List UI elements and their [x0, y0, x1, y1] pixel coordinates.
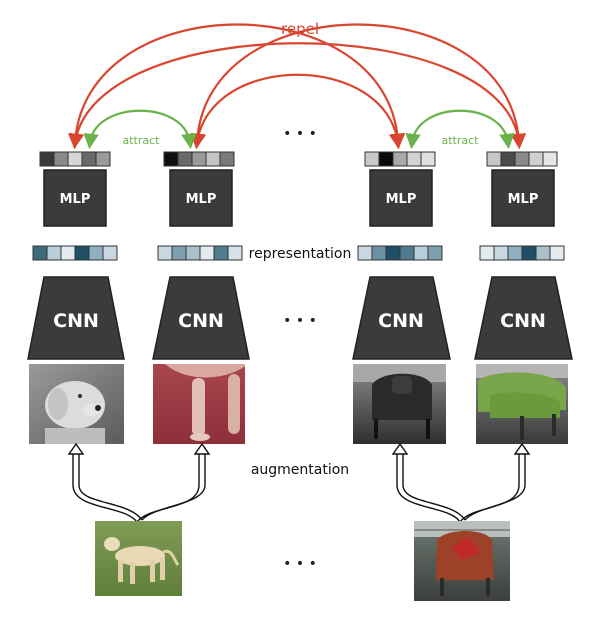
- repel-arc-2-3: [190, 73, 405, 150]
- representation-vector-cell: [479, 245, 495, 261]
- augmentation-label: augmentation: [251, 462, 349, 478]
- original-photo-dog: [95, 521, 182, 596]
- mlp-output-vector-cell: [392, 151, 408, 167]
- representation-vector-cell: [199, 245, 215, 261]
- cnn-block-1: CNN: [27, 276, 125, 360]
- mlp-output-vector-cell: [528, 151, 544, 167]
- representation-vector-cell: [157, 245, 173, 261]
- mlp-output-vector-cell: [486, 151, 502, 167]
- mlp-output-vector-cell: [39, 151, 55, 167]
- mlp-output-vector-cell: [378, 151, 394, 167]
- representation-vector-cell: [32, 245, 48, 261]
- mlp-block-3: MLP: [369, 169, 433, 227]
- mlp-output-vector-cell: [191, 151, 207, 167]
- repel-arc-1-3: [67, 23, 406, 150]
- representation-vector-cell: [493, 245, 509, 261]
- cnn-block-4: CNN: [474, 276, 573, 360]
- attract-label-left: attract: [123, 134, 161, 147]
- repel-arrows: [67, 23, 527, 150]
- cnn-blocks: CNN CNN CNN CNN: [27, 276, 573, 360]
- augmentation-arrows: [67, 442, 531, 523]
- augmented-photo-3: [353, 364, 446, 444]
- representation-vector-cell: [427, 245, 443, 261]
- mlp-output-vector-cell: [406, 151, 422, 167]
- representation-vector-4: [479, 245, 565, 261]
- representation-vector-cell: [357, 245, 373, 261]
- representation-vector-cell: [227, 245, 243, 261]
- svg-text:MLP: MLP: [386, 192, 417, 207]
- representation-vector-cell: [60, 245, 76, 261]
- mlp-blocks: MLP MLP MLP MLP: [43, 169, 555, 227]
- svg-text:CNN: CNN: [378, 310, 424, 332]
- ellipsis-mid: • • •: [283, 313, 317, 329]
- mlp-output-vector-cell: [219, 151, 235, 167]
- svg-text:CNN: CNN: [500, 310, 546, 332]
- representation-vector-cell: [102, 245, 118, 261]
- representation-vector-cell: [399, 245, 415, 261]
- svg-text:MLP: MLP: [60, 192, 91, 207]
- repel-arc-1-4: [68, 42, 526, 150]
- mlp-output-vector-cell: [542, 151, 558, 167]
- repel-arc-2-4: [189, 23, 527, 150]
- original-photo-chair: [414, 521, 510, 601]
- mlp-block-4: MLP: [491, 169, 555, 227]
- representation-vector-cell: [185, 245, 201, 261]
- attract-arc-left: [83, 109, 197, 150]
- mlp-output-vector-cell: [81, 151, 97, 167]
- mlp-output-vector-cell: [420, 151, 436, 167]
- representation-vector-cell: [535, 245, 551, 261]
- mlp-output-vector-4: [486, 151, 558, 167]
- mlp-output-vector-cell: [95, 151, 111, 167]
- representation-vector-cell: [74, 245, 90, 261]
- repel-label: repel: [281, 20, 319, 38]
- representation-vector-cell: [507, 245, 523, 261]
- svg-text:MLP: MLP: [186, 192, 217, 207]
- cnn-block-2: CNN: [152, 276, 250, 360]
- mlp-output-vector-cell: [163, 151, 179, 167]
- augmented-photo-2: [153, 364, 245, 444]
- attract-arrows: [83, 109, 515, 150]
- original-photos: [95, 521, 510, 601]
- representation-vector-cell: [88, 245, 104, 261]
- svg-text:MLP: MLP: [508, 192, 539, 207]
- mlp-output-embeddings: [39, 151, 558, 167]
- svg-text:CNN: CNN: [53, 310, 99, 332]
- representation-vector-cell: [46, 245, 62, 261]
- svg-text:CNN: CNN: [178, 310, 224, 332]
- representation-vector-cell: [549, 245, 565, 261]
- augmented-photo-1: [29, 364, 124, 444]
- augmented-photos: [29, 364, 568, 444]
- mlp-output-vector-cell: [67, 151, 83, 167]
- representation-vector-cell: [213, 245, 229, 261]
- representation-vector-cell: [371, 245, 387, 261]
- mlp-output-vector-cell: [177, 151, 193, 167]
- representation-vector-cell: [521, 245, 537, 261]
- attract-label-right: attract: [442, 134, 480, 147]
- representation-vector-cell: [385, 245, 401, 261]
- mlp-output-vector-cell: [53, 151, 69, 167]
- augmented-photo-4: [476, 364, 568, 444]
- representation-vector-2: [157, 245, 243, 261]
- representation-vector-cell: [171, 245, 187, 261]
- representation-vector-cell: [413, 245, 429, 261]
- cnn-block-3: CNN: [352, 276, 451, 360]
- mlp-output-vector-1: [39, 151, 111, 167]
- mlp-block-2: MLP: [169, 169, 233, 227]
- ellipsis-top: • • •: [283, 126, 317, 142]
- mlp-output-vector-2: [163, 151, 235, 167]
- mlp-output-vector-cell: [364, 151, 380, 167]
- representation-vector-3: [357, 245, 443, 261]
- representation-vector-1: [32, 245, 118, 261]
- mlp-output-vector-cell: [514, 151, 530, 167]
- attract-arc-right: [405, 109, 515, 150]
- mlp-output-vector-3: [364, 151, 436, 167]
- representation-label: representation: [249, 246, 352, 262]
- representation-embeddings: [32, 245, 565, 261]
- mlp-output-vector-cell: [500, 151, 516, 167]
- ellipsis-bottom: • • •: [283, 556, 317, 572]
- mlp-output-vector-cell: [205, 151, 221, 167]
- mlp-block-1: MLP: [43, 169, 107, 227]
